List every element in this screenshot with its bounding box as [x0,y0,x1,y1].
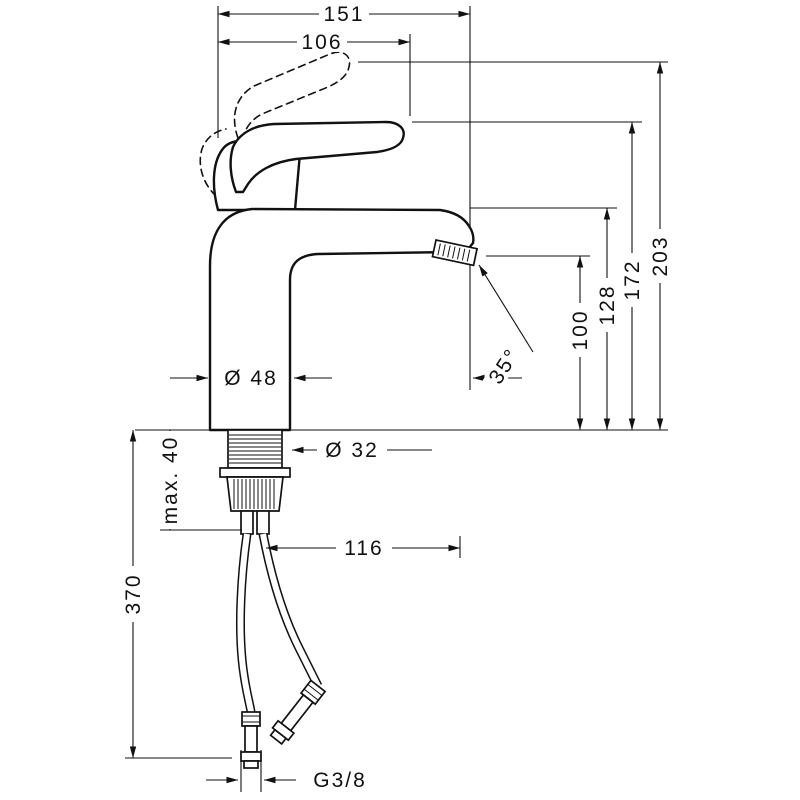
hose-nipples [240,510,270,535]
faucet-lever [229,120,405,194]
dim-label-body-diameter: Ø 48 [224,367,278,390]
dim-label-hose-length: 370 [122,573,145,614]
dim-label-body-height: 128 [596,284,619,325]
dim-shank-diameter: Ø 32 [292,439,432,462]
hose-fitting-left [240,711,262,769]
dim-label-lever-height: 172 [621,259,644,300]
dim-spout-reach: 106 [218,31,411,116]
dim-total-height: 203 [358,61,672,430]
dim-label-connection-thread: G3/8 [313,769,367,792]
threaded-shank [227,429,283,469]
hose-fitting-right [269,679,327,746]
faucet [199,51,479,769]
dim-max-mounting-thickness: max. 40 [159,430,242,531]
dim-label-total-height: 203 [649,235,672,276]
dim-outlet-angle: 35° [473,264,534,392]
faucet-lever-raised-dashed [199,51,351,197]
dim-outlet-height: 100 [486,255,592,430]
supply-hose-left [235,533,256,713]
dim-label-shank-diameter: Ø 32 [325,439,379,462]
mounting-nut [226,476,284,512]
dim-total-width: 151 [217,3,470,138]
dim-connection-thread: G3/8 [206,750,367,792]
supply-hose-right [258,533,323,689]
dim-label-total-width: 151 [323,3,364,26]
dim-label-hose-reach: 116 [344,537,383,560]
dim-body-diameter: Ø 48 [170,367,332,390]
dim-hose-length: 370 [122,430,232,759]
dimensions: 151 106 100 128 [122,3,672,792]
dim-label-max-mounting-thickness: max. 40 [159,436,182,525]
dim-label-spout-reach: 106 [301,31,342,54]
dim-body-height: 128 [470,207,619,430]
faucet-body [208,207,475,432]
washer [219,467,291,478]
dim-lever-height: 172 [412,121,644,430]
dim-hose-reach: 116 [266,536,461,560]
dim-label-outlet-height: 100 [569,309,592,350]
aerator [431,238,479,267]
